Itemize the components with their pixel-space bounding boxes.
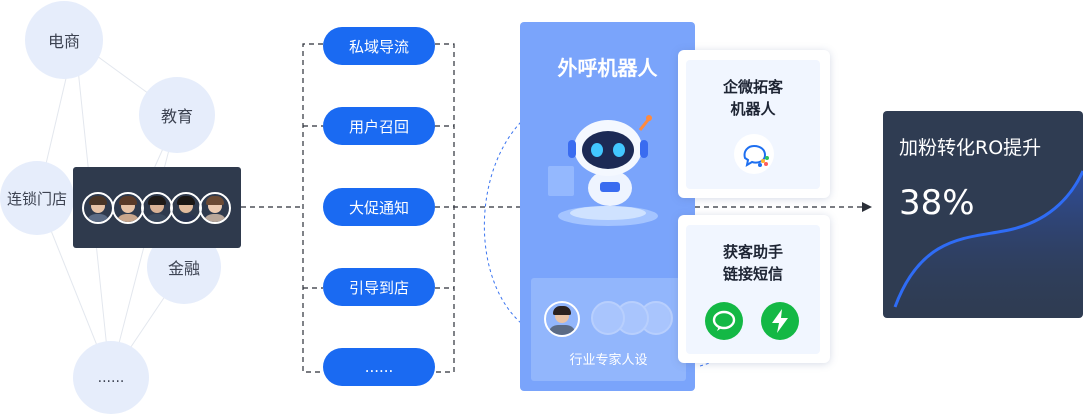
industry-bubble-chain-store: 连锁门店	[0, 161, 74, 235]
industry-label: ......	[97, 369, 125, 386]
result-value: 38%	[899, 183, 975, 223]
industry-label: 电商	[47, 32, 80, 51]
channel-pill-user-recall: 用户召回	[323, 107, 435, 145]
conversion-result-panel: 加粉转化RO提升 38%	[883, 111, 1083, 318]
avatar-placeholder	[591, 301, 625, 335]
avatar	[141, 192, 173, 224]
channel-pill-store-guide: 引导到店	[323, 268, 435, 306]
acquisition-assistant-card: 获客助手 链接短信	[678, 215, 830, 363]
avatar	[199, 192, 231, 224]
channel-label: 私域导流	[348, 37, 409, 56]
industry-label: 连锁门店	[6, 189, 67, 208]
wechat-bubble-icon	[705, 302, 743, 340]
user-avatar-group	[73, 167, 241, 248]
outbound-robot-panel: 外呼机器人 行业专家人设	[520, 22, 695, 391]
robot-title: 外呼机器人	[557, 56, 658, 80]
growth-curve	[893, 170, 1083, 318]
expert-label: 行业专家人设	[569, 353, 648, 368]
industry-bubble-ecommerce: 电商	[25, 1, 103, 79]
industry-expert-box: 行业专家人设	[531, 278, 686, 381]
avatar	[170, 192, 202, 224]
channel-pill-more: ......	[323, 348, 435, 386]
channel-label: ......	[364, 358, 394, 376]
channel-pill-private-traffic: 私域导流	[323, 27, 435, 65]
card-title-line1: 企微拓客	[722, 78, 783, 96]
lightning-sms-icon	[761, 302, 799, 340]
avatar	[544, 301, 580, 337]
industry-label: 金融	[167, 259, 200, 278]
industry-label: 教育	[160, 107, 193, 126]
channel-label: 用户召回	[348, 117, 409, 136]
channel-label: 引导到店	[348, 278, 409, 297]
result-title: 加粉转化RO提升	[899, 137, 1042, 159]
wecom-chat-icon	[734, 134, 774, 174]
channel-pill-promo-notice: 大促通知	[323, 188, 435, 226]
avatar	[82, 192, 114, 224]
card-title-line2: 机器人	[730, 100, 776, 118]
wecom-acquisition-card: 企微拓客 机器人	[678, 50, 830, 198]
avatar	[112, 192, 144, 224]
card-title-line1: 获客助手	[722, 243, 783, 261]
industry-bubble-education: 教育	[139, 77, 215, 153]
card-title-line2: 链接短信	[722, 265, 783, 283]
industry-bubble-more: ......	[73, 341, 149, 414]
channel-label: 大促通知	[348, 198, 409, 217]
robot-icon	[548, 115, 658, 226]
